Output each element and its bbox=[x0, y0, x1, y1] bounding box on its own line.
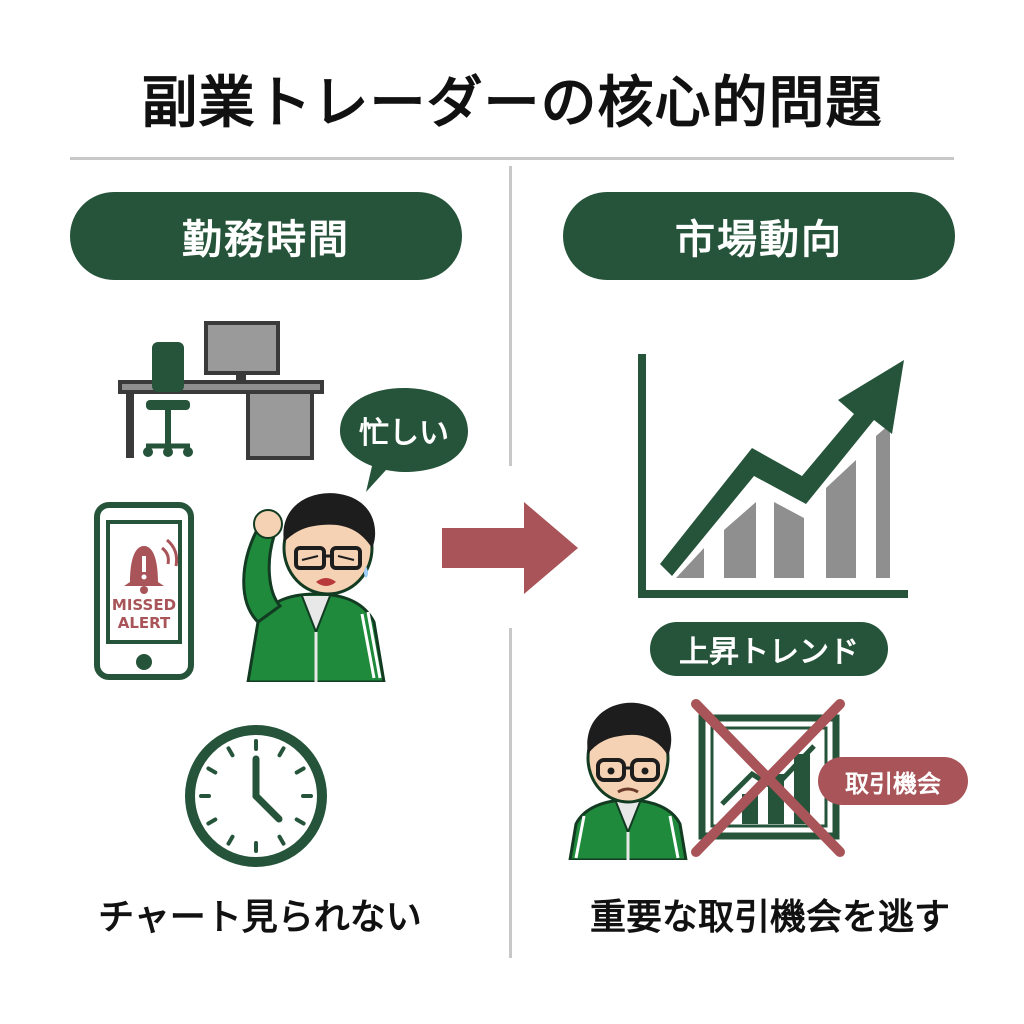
trend-chart-icon bbox=[638, 354, 908, 598]
center-divider-top bbox=[509, 166, 512, 466]
title-divider bbox=[70, 157, 954, 160]
crossed-chart-icon bbox=[691, 699, 845, 857]
page-title: 副業トレーダーの核心的問題 bbox=[141, 71, 883, 136]
busy-bubble-text: 忙しい bbox=[359, 416, 449, 451]
desk-icon bbox=[118, 321, 324, 460]
arrow-right-icon bbox=[442, 502, 578, 594]
left-caption: チャート見られない bbox=[98, 897, 422, 938]
right-caption: 重要な取引機会を逃す bbox=[589, 897, 950, 938]
work-hours-header: 勤務時間 bbox=[70, 192, 462, 280]
worried-person-icon bbox=[568, 702, 688, 860]
speech-bubble-icon bbox=[340, 388, 468, 492]
stressed-person-icon bbox=[242, 493, 386, 682]
uptrend-label: 上昇トレンド bbox=[650, 622, 888, 676]
market-trend-header: 市場動向 bbox=[563, 192, 955, 280]
center-divider-bottom bbox=[509, 628, 512, 958]
missed-alert-line2: ALERT bbox=[118, 614, 171, 632]
monitor-icon bbox=[204, 321, 280, 383]
bell-icon bbox=[124, 538, 179, 594]
chair-icon bbox=[143, 342, 193, 457]
clock-icon bbox=[185, 725, 327, 867]
missed-alert-line1: MISSED bbox=[112, 596, 176, 614]
phone-icon: MISSED ALERT bbox=[94, 502, 194, 680]
trade-opportunity-tag: 取引機会 bbox=[818, 757, 968, 805]
